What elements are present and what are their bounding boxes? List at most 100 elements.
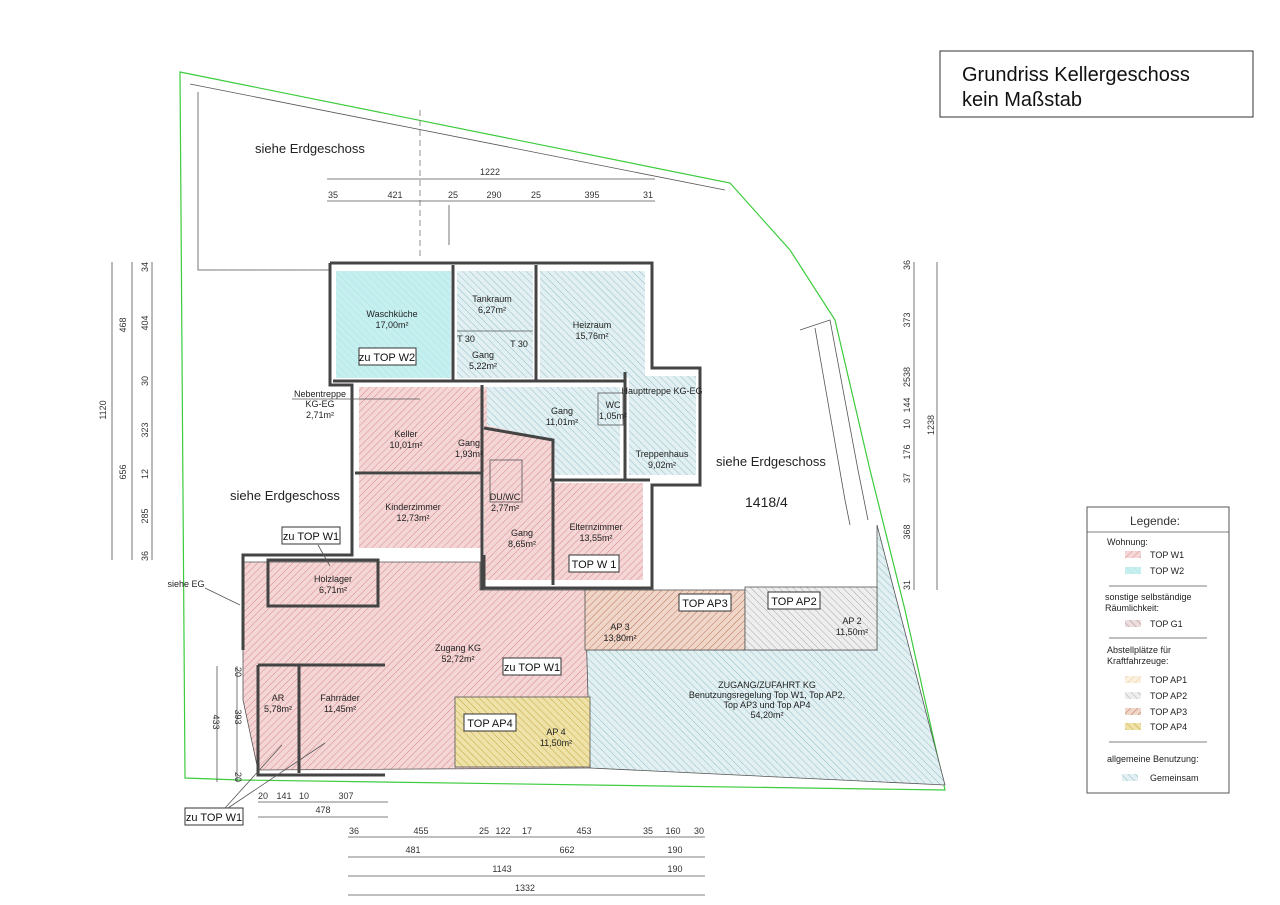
walls: [241, 261, 702, 777]
dimension-label: 37: [902, 473, 912, 483]
fire-door-label: T 30: [510, 339, 528, 349]
tag-zu-top-w1: zu TOP W1: [504, 662, 560, 674]
dimension-label: 20: [233, 772, 243, 782]
note-see-ground-floor: siehe Erdgeschoss: [255, 141, 365, 156]
dimension-label: 36: [902, 260, 912, 270]
room-name: AP 4: [546, 727, 565, 737]
keller-area: [359, 387, 487, 472]
dimension-label: 190: [667, 845, 682, 855]
dimension-label: 1332: [515, 883, 535, 893]
dimension-label: TOP AP3: [1150, 707, 1187, 717]
drawing-line: [241, 263, 354, 650]
drawing-line: [189, 83, 726, 191]
room-name: DU/WC: [490, 492, 521, 502]
tag-top-ap2: TOP AP2: [771, 596, 816, 608]
drawing-line: [597, 392, 624, 426]
tag-top-ap3: TOP AP3: [682, 598, 727, 610]
fire-door-label: T 30: [457, 334, 475, 344]
dimension-label: 10: [902, 419, 912, 429]
dimension-right: 1238 36 373 2538 144 10 176 37 368 31: [902, 260, 938, 590]
room-name: Heizraum: [573, 320, 612, 330]
dimension-label: TOP W2: [1150, 566, 1184, 576]
drawing-line: [767, 591, 821, 610]
dimension-label: 12: [140, 469, 150, 479]
dimension-label: 1222: [480, 167, 500, 177]
dimension-label: 141: [276, 791, 291, 801]
drawing-line: [256, 665, 385, 777]
dimension-label: 656: [118, 464, 128, 479]
room-name: Kinderzimmer: [385, 502, 441, 512]
tag-top-ap4: TOP AP4: [467, 718, 512, 730]
dimension-label: 160: [665, 826, 680, 836]
dimension-label: 25: [531, 190, 541, 200]
dimension-label: Abstellplätze für: [1107, 645, 1171, 655]
dimension-label: 10: [299, 791, 309, 801]
room-area: 2,77m²: [491, 503, 519, 513]
drawing-line: [489, 459, 523, 503]
room-area: 13,80m²: [603, 633, 636, 643]
dimension-label: 307: [338, 791, 353, 801]
room-area: 2,71m²: [306, 410, 334, 420]
ground-floor-outline: [189, 83, 869, 526]
room-area: 10,01m²: [389, 440, 422, 450]
dimension-label: 30: [140, 376, 150, 386]
dimension-label: 468: [118, 317, 128, 332]
parcel-number: 1418/4: [745, 494, 788, 510]
dimension-label: 25: [479, 826, 489, 836]
dimension-left: 1120 468 656 34 404 30 323 12 285 36: [98, 262, 153, 561]
gang-522-area: [457, 331, 533, 378]
room-area: 6,27m²: [478, 305, 506, 315]
dimension-label: 20: [233, 667, 243, 677]
dimension-label: 17: [522, 826, 532, 836]
drawing-line: [184, 807, 244, 826]
room-name: Tankraum: [472, 294, 512, 304]
dimension-label: 323: [140, 422, 150, 437]
dimension-label: 290: [486, 190, 501, 200]
room-name: Keller: [394, 429, 417, 439]
title-block: Grundriss Kellergeschoss kein Maßstab: [939, 50, 1254, 118]
drawing-line: [1086, 506, 1230, 794]
dimension-label: 393: [233, 709, 243, 724]
ap4-area: [454, 696, 591, 768]
drawing-line: [799, 319, 869, 521]
tag-top-w1: TOP W 1: [572, 559, 617, 571]
room-name: Fahrräder: [320, 693, 360, 703]
room-name: WC: [606, 400, 621, 410]
dimension-label: 34: [140, 262, 150, 272]
tag-zu-top-w2: zu TOP W2: [359, 352, 415, 364]
drawing-line: [204, 587, 241, 606]
dimension-label: 1120: [98, 400, 108, 419]
room-area: 11,50m²: [836, 627, 868, 637]
room-name: AP 2: [842, 616, 861, 626]
dimension-label: Kraftfahrzeuge:: [1107, 656, 1169, 666]
dimension-label: 35: [328, 190, 338, 200]
du-wc-gang-area: [484, 425, 553, 580]
dimension-label: 31: [643, 190, 653, 200]
room-name: Elternzimmer: [569, 522, 622, 532]
drawing-line: [678, 593, 732, 612]
room-area: 52,72m²: [441, 654, 474, 664]
room-area: 13,55m²: [579, 533, 612, 543]
drawing-line: [227, 742, 326, 809]
drawing-line: [358, 347, 417, 366]
room-name: Nebentreppe: [294, 389, 346, 399]
dimension-label: sonstige selbständige: [1105, 592, 1192, 602]
heizraum-area: [540, 271, 645, 378]
dimension-label: 144: [902, 397, 912, 412]
legend-swatch-common: [1122, 774, 1138, 781]
drawing-line: [224, 744, 283, 809]
dimension-label: TOP W1: [1150, 550, 1184, 560]
dimension-label: 395: [584, 190, 599, 200]
room-area: 11,50m²: [540, 738, 572, 748]
dimension-label: 285: [140, 508, 150, 523]
room-area: 6,71m²: [319, 585, 347, 595]
drawing-line: [463, 713, 517, 732]
drawing-line: [330, 261, 702, 590]
room-area: 9,02m²: [648, 460, 676, 470]
dimension-label: 190: [667, 864, 682, 874]
